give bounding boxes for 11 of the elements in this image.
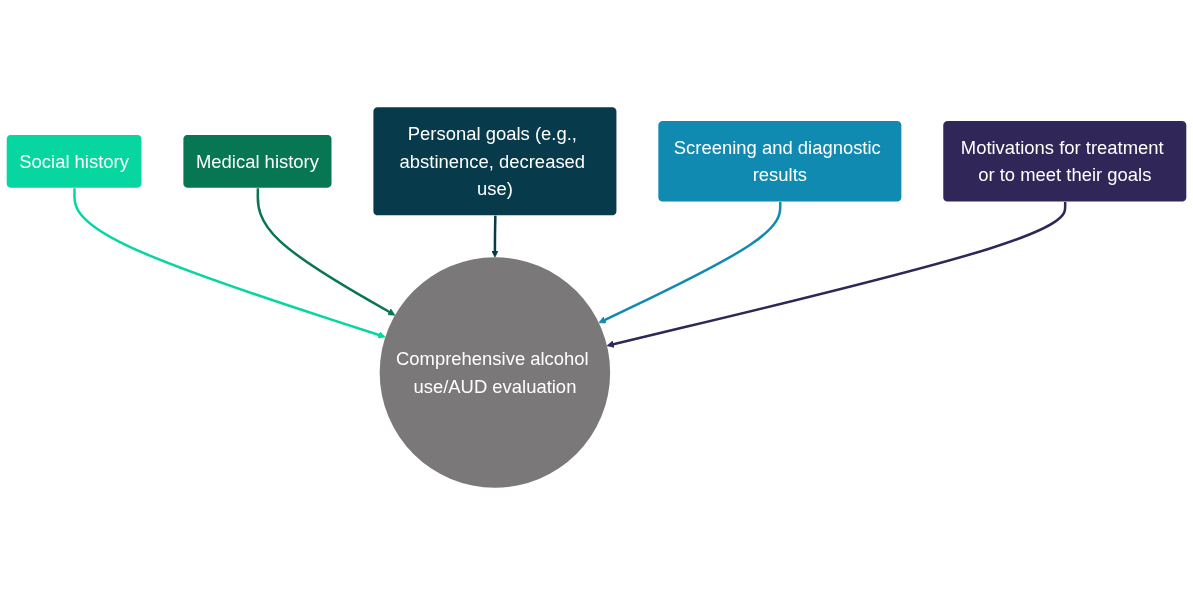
arrow bbox=[73, 188, 386, 339]
node-box: Medical history bbox=[183, 134, 332, 188]
arrow bbox=[606, 201, 1067, 348]
arrow bbox=[598, 201, 782, 324]
node-circle: Comprehensive alcohol use/AUD evaluation bbox=[379, 257, 611, 488]
node-box: Social history bbox=[6, 134, 142, 188]
node-box: Motivations for treatment or to meet their goals bbox=[943, 121, 1187, 202]
node-box: Personal goals (e.g., abstinence, decreased use) bbox=[373, 107, 617, 216]
node-box: Screening and diagnostic results bbox=[658, 121, 902, 202]
arrow bbox=[491, 215, 499, 258]
arrow bbox=[256, 188, 396, 316]
